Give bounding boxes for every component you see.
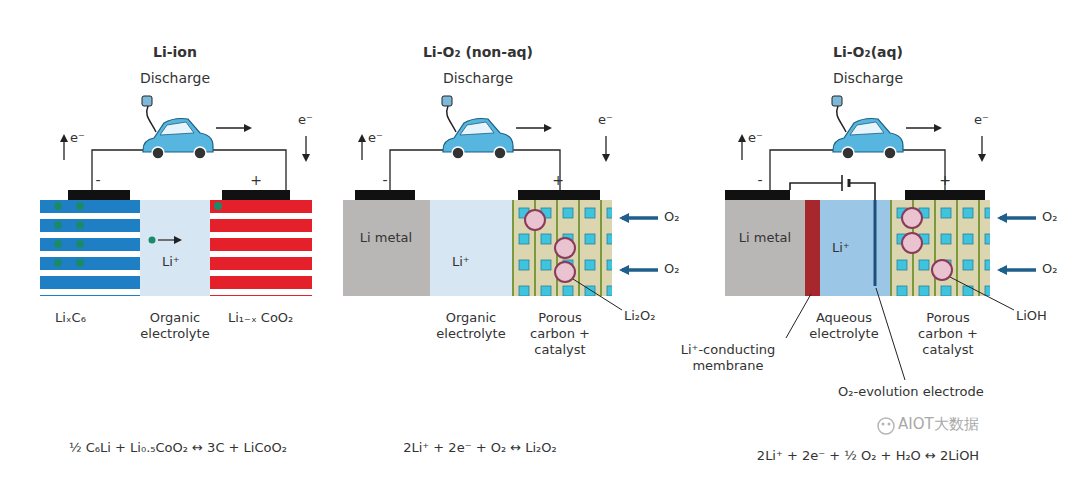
gas-label: O₂ bbox=[664, 261, 679, 277]
component-label: Porous carbon + catalyst bbox=[911, 310, 985, 358]
ion-label: Li⁺ bbox=[452, 254, 470, 270]
electron-label: e⁻ bbox=[70, 130, 85, 146]
electrolyte-block: Li⁺Organic electrolyte bbox=[140, 200, 210, 296]
electron-label: e⁻ bbox=[368, 130, 383, 146]
reaction-equation: 2Li⁺ + 2e⁻ + ½ O₂ + H₂O ↔ 2LiOH bbox=[757, 448, 979, 464]
component-label: Organic electrolyte bbox=[125, 310, 225, 342]
terminal-sign: - bbox=[757, 172, 762, 188]
panel-title: Li-O₂ (non-aq) bbox=[423, 44, 533, 60]
product-label: Li₂O₂ bbox=[624, 308, 656, 324]
electrolyte-block: Li⁺Aqueous electrolyte bbox=[820, 200, 890, 296]
electron-label: e⁻ bbox=[974, 112, 989, 128]
component-label: Organic electrolyte bbox=[421, 310, 521, 342]
electron-label: e⁻ bbox=[298, 112, 313, 128]
terminal-sign: - bbox=[382, 172, 387, 188]
electron-label: e⁻ bbox=[598, 112, 613, 128]
callout-label: Li⁺-conducting membrane bbox=[663, 342, 793, 374]
gas-label: O₂ bbox=[1042, 261, 1057, 277]
anode-block: LiₓC₆ bbox=[40, 200, 140, 296]
reaction-equation: ½ C₆Li + Li₀.₅CoO₂ ↔ 3C + LiCoO₂ bbox=[69, 440, 287, 456]
li-metal-block: Li metal bbox=[343, 200, 430, 296]
terminal-sign: + bbox=[552, 172, 564, 188]
mode-label: Discharge bbox=[833, 70, 903, 86]
porous-cathode-block: Porous carbon + catalyst bbox=[512, 200, 612, 296]
terminal-sign: + bbox=[250, 172, 262, 188]
gas-label: O₂ bbox=[664, 209, 679, 225]
cathode-block: Li₁₋ₓ CoO₂ bbox=[210, 200, 312, 296]
component-label: Aqueous electrolyte bbox=[796, 310, 892, 342]
terminal-sign: - bbox=[95, 172, 100, 188]
panel-title: Li-O₂(aq) bbox=[833, 44, 903, 60]
component-label: Li metal bbox=[359, 230, 413, 246]
li-metal-block: Li metal bbox=[725, 200, 805, 296]
component-label: LiₓC₆ bbox=[55, 310, 86, 326]
electrolyte-block: Li⁺Organic electrolyte bbox=[430, 200, 512, 296]
gas-label: O₂ bbox=[1042, 209, 1057, 225]
reaction-equation: 2Li⁺ + 2e⁻ + O₂ ↔ Li₂O₂ bbox=[403, 440, 557, 456]
component-label: Li metal bbox=[738, 230, 792, 246]
terminal-sign: + bbox=[939, 172, 951, 188]
callout-label: O₂-evolution electrode bbox=[838, 384, 984, 400]
mode-label: Discharge bbox=[140, 70, 210, 86]
electron-label: e⁻ bbox=[748, 130, 763, 146]
ion-label: Li⁺ bbox=[162, 254, 180, 270]
watermark: AIOT大数据 bbox=[898, 416, 979, 432]
mode-label: Discharge bbox=[443, 70, 513, 86]
ion-label: Li⁺ bbox=[832, 240, 850, 256]
panel-title: Li-ion bbox=[153, 44, 197, 60]
component-label: Li₁₋ₓ CoO₂ bbox=[228, 310, 293, 326]
component-label: Porous carbon + catalyst bbox=[523, 310, 597, 358]
product-label: LiOH bbox=[1016, 308, 1047, 324]
porous-cathode-block: Porous carbon + catalyst bbox=[890, 200, 990, 296]
